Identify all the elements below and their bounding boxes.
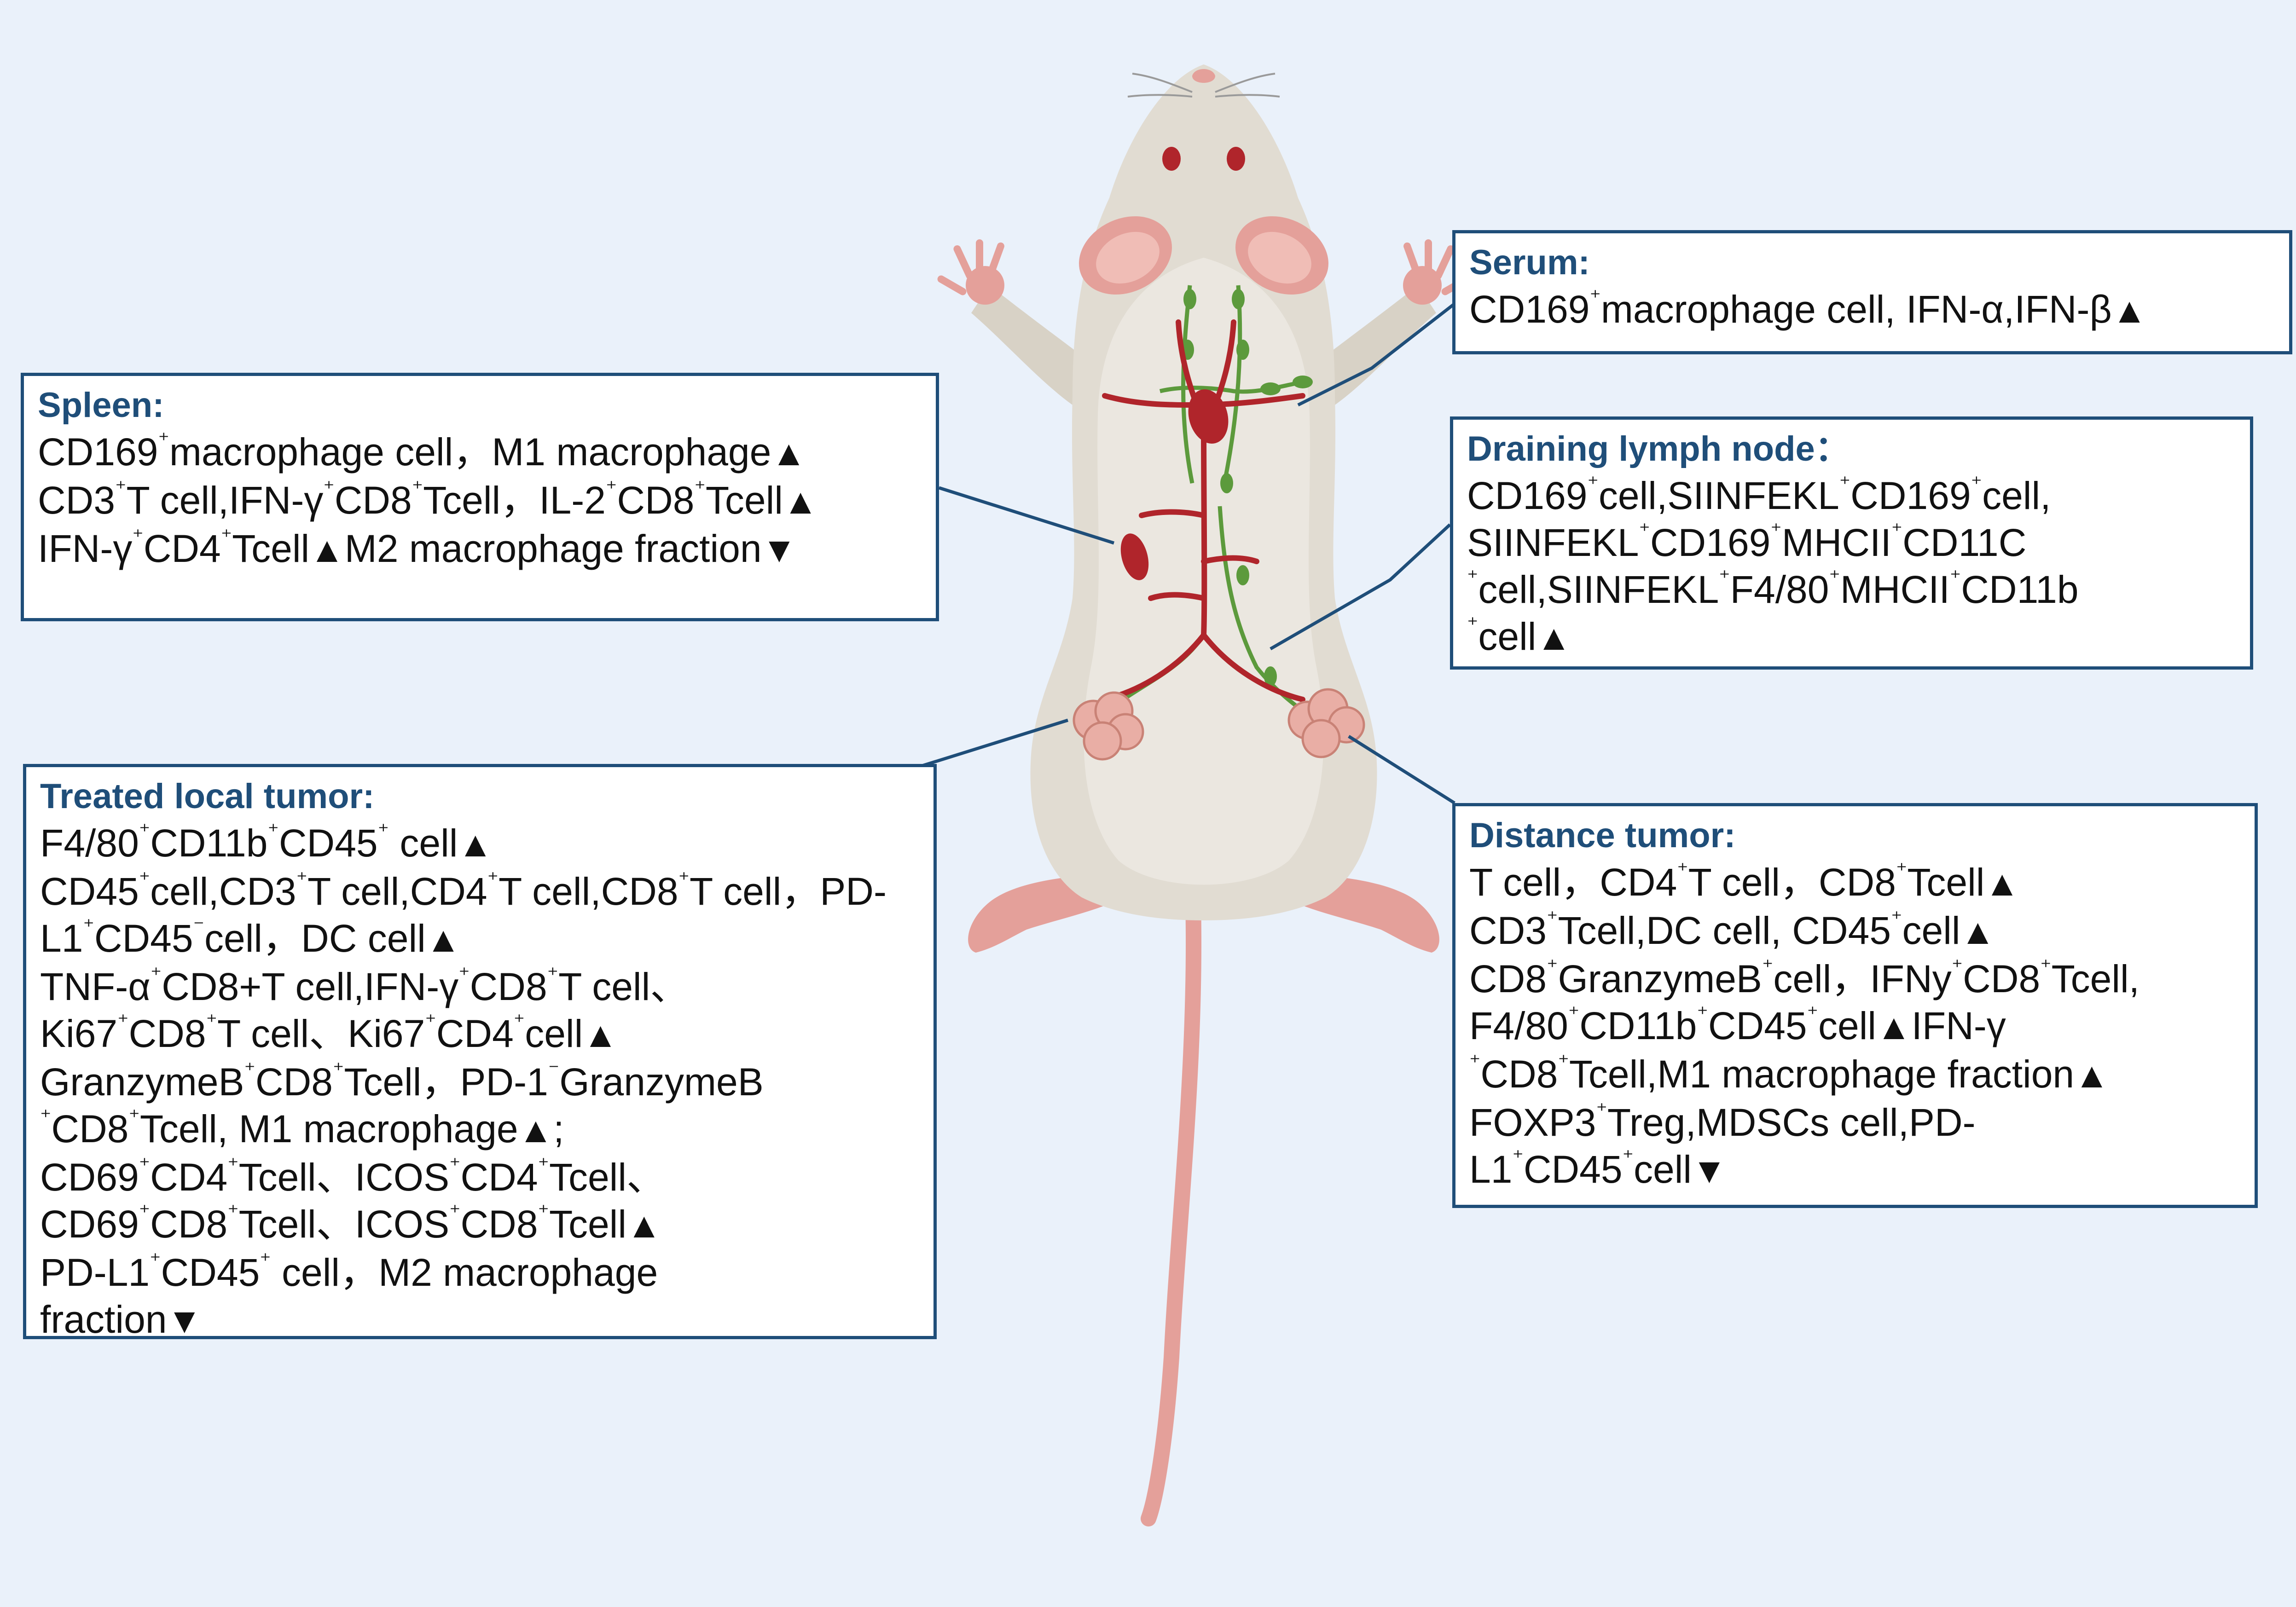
leader-lines <box>920 302 1456 804</box>
treated-local-tumor-panel: Treated local tumor: F4/80⁺CD11b⁺CD45⁺ c… <box>23 764 937 1341</box>
treated-local-tumor-title: Treated local tumor: <box>40 777 375 816</box>
heart <box>1188 389 1229 444</box>
local-tumor-line: Ki67⁺CD8⁺T cell、Ki67⁺CD4⁺cell▲ <box>40 1009 618 1055</box>
lymph-node-line: SIINFEKL⁺CD169⁺MHCII⁺CD11C <box>1467 518 2027 564</box>
treated-local-tumor-mass <box>1073 691 1144 761</box>
lymph-node-line: ⁺cell,SIINFEKL⁺F4/80⁺MHCII⁺CD11b <box>1467 565 2079 611</box>
treated-local-tumor-findings: F4/80⁺CD11b⁺CD45⁺ cell▲ CD45⁺cell,CD3⁺T … <box>40 820 920 1344</box>
local-tumor-line: CD69⁺CD8⁺Tcell、ICOS⁺CD8⁺Tcell▲ <box>40 1200 662 1246</box>
spleen-panel: Spleen: CD169⁺macrophage cell，M1 macroph… <box>21 373 939 621</box>
spleen-line: CD3⁺T cell,IFN-γ⁺CD8⁺Tcell，IL-2⁺CD8⁺Tcel… <box>38 476 818 522</box>
spleen-line: CD169⁺macrophage cell，M1 macrophage▲ <box>38 428 806 474</box>
distance-tumor-mass <box>1287 688 1365 758</box>
spleen-leader-line <box>938 486 1115 545</box>
distance-tumor-panel: Distance tumor: T cell，CD4⁺T cell，CD8⁺Tc… <box>1452 803 2258 1208</box>
distance-tumor-leader-line <box>1348 735 1455 804</box>
lymphatic-vessels <box>1122 285 1313 720</box>
local-tumor-line: GranzymeB⁺CD8⁺Tcell，PD-1⁻GranzymeB <box>40 1058 764 1104</box>
distance-tumor-line: F4/80⁺CD11b⁺CD45⁺cell▲IFN-γ <box>1469 1001 2006 1047</box>
distance-tumor-title: Distance tumor: <box>1469 816 1736 855</box>
local-tumor-line: F4/80⁺CD11b⁺CD45⁺ cell▲ <box>40 819 493 865</box>
spleen-title: Spleen: <box>38 386 164 425</box>
distance-tumor-line: CD8⁺GranzymeB⁺cell，IFNy⁺CD8⁺Tcell, <box>1469 954 2139 1000</box>
serum-line: CD169⁺macrophage cell, IFN-α,IFN-β▲ <box>1469 285 2147 331</box>
mouse-nose <box>1192 69 1215 83</box>
serum-leader-line <box>1297 302 1456 407</box>
draining-lymph-node-title: Draining lymph node： <box>1467 429 1850 468</box>
local-tumor-line: CD45⁺cell,CD3⁺T cell,CD4⁺T cell,CD8⁺T ce… <box>40 867 887 913</box>
distance-tumor-line: CD3⁺Tcell,DC cell, CD45⁺cell▲ <box>1469 906 1996 952</box>
local-tumor-leader-line <box>920 718 1069 768</box>
distance-tumor-line: T cell，CD4⁺T cell，CD8⁺Tcell▲ <box>1469 858 2020 904</box>
right-front-leg <box>1321 285 1436 405</box>
whiskers <box>1127 73 1280 98</box>
lymph-node-line: CD169⁺cell,SIINFEKL⁺CD169⁺cell, <box>1467 471 2051 517</box>
right-ear-inner <box>1248 231 1311 284</box>
spleen-organ <box>1120 533 1149 580</box>
right-eye <box>1227 147 1245 171</box>
draining-lymph-node-findings: CD169⁺cell,SIINFEKL⁺CD169⁺cell, SIINFEKL… <box>1467 472 2236 661</box>
local-tumor-line: CD69⁺CD4⁺Tcell、ICOS⁺CD4⁺Tcell、 <box>40 1153 666 1199</box>
left-ear-inner <box>1096 231 1160 284</box>
lymph-node-line: ⁺cell▲ <box>1467 612 1571 658</box>
local-tumor-line: TNF-α⁺CD8+T cell,IFN-γ⁺CD8⁺T cell、 <box>40 962 689 1008</box>
distance-tumor-findings: T cell，CD4⁺T cell，CD8⁺Tcell▲ CD3⁺Tcell,D… <box>1469 859 2241 1194</box>
local-tumor-line: L1⁺CD45⁻cell，DC cell▲ <box>40 914 461 960</box>
left-front-leg <box>971 285 1086 405</box>
serum-panel: Serum: CD169⁺macrophage cell, IFN-α,IFN-… <box>1452 230 2292 354</box>
draining-lymph-node-panel: Draining lymph node： CD169⁺cell,SIINFEKL… <box>1450 416 2253 670</box>
spleen-findings: CD169⁺macrophage cell，M1 macrophage▲ CD3… <box>38 428 922 573</box>
distance-tumor-line: ⁺CD8⁺Tcell,M1 macrophage fraction▲ <box>1469 1050 2110 1096</box>
local-tumor-line: ⁺CD8⁺Tcell, M1 macrophage▲; <box>40 1104 564 1150</box>
spleen-line: IFN-γ⁺CD4⁺Tcell▲M2 macrophage fraction▼ <box>38 524 797 570</box>
mouse-tail <box>1141 894 1202 1526</box>
serum-title: Serum: <box>1469 243 1590 282</box>
distance-tumor-line: L1⁺CD45⁺cell▼ <box>1469 1145 1727 1191</box>
distance-tumor-line: FOXP3⁺Treg,MDSCs cell,PD- <box>1469 1098 1976 1144</box>
left-eye <box>1162 147 1181 171</box>
local-tumor-line: PD-L1⁺CD45⁺ cell，M2 macrophage <box>40 1248 658 1294</box>
left-front-paw <box>937 239 1004 305</box>
serum-findings: CD169⁺macrophage cell, IFN-α,IFN-β▲ <box>1469 286 2275 334</box>
lymph-node-leader-line <box>1270 523 1451 651</box>
local-tumor-line: fraction▼ <box>40 1298 202 1341</box>
